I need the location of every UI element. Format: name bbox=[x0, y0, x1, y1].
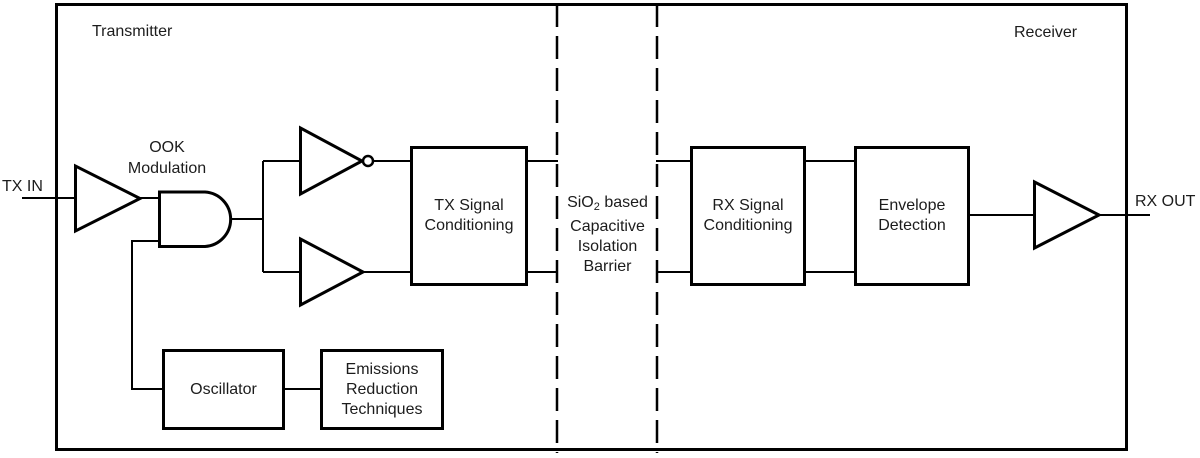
and-gate-icon bbox=[158, 190, 233, 248]
input-buffer-icon bbox=[74, 163, 144, 234]
envelope-detection-block: Envelope Detection bbox=[854, 146, 970, 286]
rx-signal-conditioning-block: RX Signal Conditioning bbox=[690, 146, 806, 286]
output-buffer-icon bbox=[1033, 179, 1103, 251]
barrier-formula-base: SiO bbox=[567, 194, 594, 211]
wires bbox=[22, 160, 1150, 390]
outer-boundary bbox=[55, 3, 1128, 451]
isolation-barrier-label: SiO2 based Capacitive Isolation Barrier bbox=[545, 173, 670, 297]
inverter-icon bbox=[299, 125, 366, 197]
receiver-label: Receiver bbox=[1014, 24, 1078, 41]
barrier-text-lines: Capacitive Isolation Barrier bbox=[570, 218, 645, 275]
emissions-reduction-block: Emissions Reduction Techniques bbox=[320, 349, 444, 430]
tx-in-label: TX IN bbox=[2, 178, 43, 195]
barrier-formula-rest: based bbox=[599, 194, 648, 211]
barrier-formula-subscript: 2 bbox=[593, 201, 600, 213]
transmitter-label: Transmitter bbox=[92, 23, 173, 40]
mid-buffer-icon bbox=[299, 236, 367, 308]
tx-signal-conditioning-block: TX Signal Conditioning bbox=[410, 146, 528, 286]
wire-and-to-oscillator bbox=[131, 240, 163, 390]
rx-out-label: RX OUT bbox=[1135, 193, 1196, 210]
ook-modulation-label: OOK Modulation bbox=[127, 139, 207, 177]
barrier-formula: SiO2 based bbox=[567, 194, 648, 213]
oscillator-block: Oscillator bbox=[162, 349, 285, 430]
inverter-bubble-icon bbox=[361, 154, 375, 168]
